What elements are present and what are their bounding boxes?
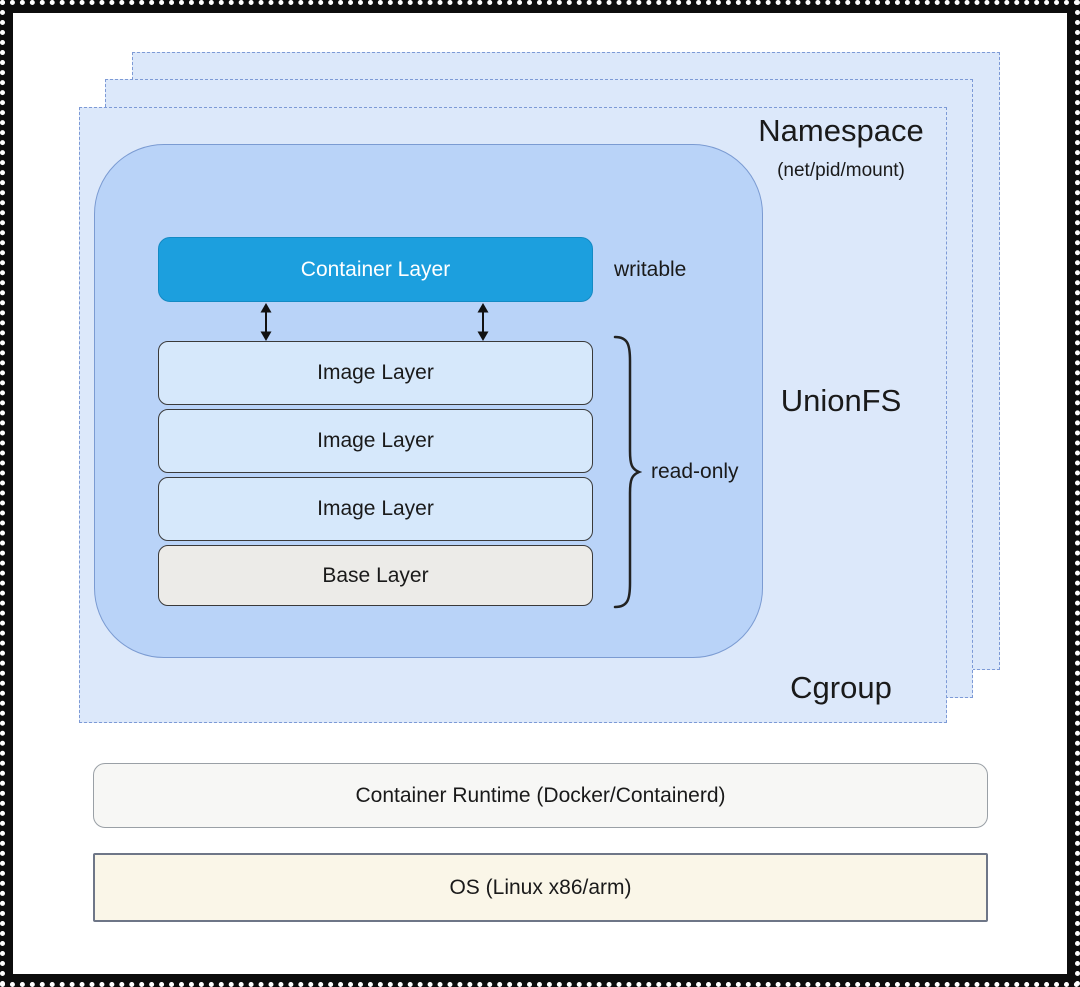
os-label: OS (Linux x86/arm): [449, 875, 632, 899]
cgroup-label: Cgroup: [790, 670, 892, 705]
image-layer-box: Image Layer: [158, 341, 593, 405]
image-layer-box: Image Layer: [158, 409, 593, 473]
base-layer-box: Base Layer: [158, 545, 593, 606]
writable-label: writable: [614, 258, 687, 281]
namespace-sublabel: (net/pid/mount): [777, 160, 905, 181]
container-layer-box: Container Layer: [158, 237, 593, 302]
namespace-label: Namespace: [758, 113, 924, 148]
unionfs-label: UnionFS: [780, 383, 902, 418]
read-only-brace-icon: [613, 335, 642, 609]
os-box: OS (Linux x86/arm): [93, 853, 988, 922]
container-layer-label: Container Layer: [300, 257, 451, 281]
image-layer-label: Image Layer: [317, 497, 434, 520]
image-layer-box: Image Layer: [158, 477, 593, 541]
read-only-label: read-only: [651, 460, 739, 483]
container-runtime-label: Container Runtime (Docker/Containerd): [355, 783, 726, 807]
updown-arrow-icon: [260, 303, 272, 341]
container-runtime-box: Container Runtime (Docker/Containerd): [93, 763, 988, 828]
image-layer-label: Image Layer: [317, 361, 434, 384]
updown-arrow-icon: [477, 303, 489, 341]
image-layer-label: Image Layer: [317, 429, 434, 452]
base-layer-label: Base Layer: [322, 563, 429, 587]
